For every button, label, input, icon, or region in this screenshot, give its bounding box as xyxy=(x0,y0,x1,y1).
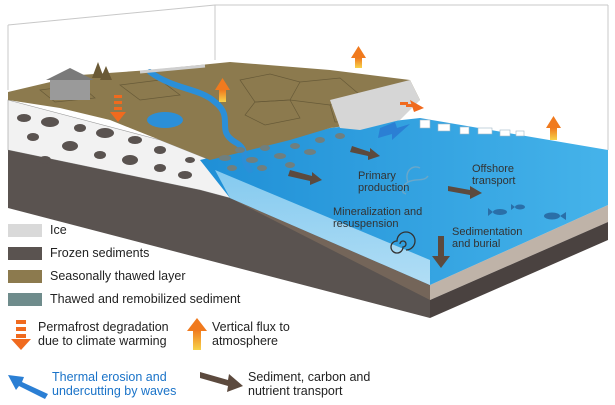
ice-swatch xyxy=(8,223,42,237)
tree-icon xyxy=(92,62,112,80)
legend-degradation-arrow-icon xyxy=(11,320,31,350)
sedimentation-line1: Sedimentation xyxy=(452,226,523,238)
fish-icon xyxy=(488,204,566,220)
sea-side-wall xyxy=(215,170,430,285)
primary-production-line1: Primary xyxy=(358,170,396,182)
offshore-transport-line2: transport xyxy=(472,175,516,187)
legend-degradation-line2: due to climate warming xyxy=(38,334,167,348)
sea-surface xyxy=(200,118,608,285)
ice-floe-icon xyxy=(419,119,525,137)
bridge-icon xyxy=(139,64,206,74)
sea-floor-bottom xyxy=(430,222,608,318)
house-icon xyxy=(46,68,94,100)
legend-flux-line1: Vertical flux to xyxy=(212,320,290,334)
legend-erosion-line2: undercutting by waves xyxy=(52,384,177,398)
tundra-surface xyxy=(8,62,420,160)
legend-frozen-sediments: Frozen sediments xyxy=(8,245,149,261)
erosion-arrow xyxy=(378,122,410,140)
mineralization-line2: resuspension xyxy=(333,218,399,230)
mineralization-label: Mineralization and resuspension xyxy=(333,206,422,230)
sea-floor-layers xyxy=(230,198,608,300)
primary-production-line2: production xyxy=(358,182,410,194)
legend-ice: Ice xyxy=(8,222,67,238)
primary-production-label: Primary production xyxy=(358,170,409,194)
flux-arrow xyxy=(546,116,561,140)
thermokarst-lake xyxy=(147,112,183,128)
spiral-icon xyxy=(390,231,416,254)
sedimentation-line2: and burial xyxy=(452,238,501,250)
legend-seasonally-thawed-label: Seasonally thawed layer xyxy=(50,269,186,283)
river xyxy=(147,69,253,173)
legend-frozen-sediments-label: Frozen sediments xyxy=(50,246,150,260)
legend-transport-arrow-icon xyxy=(200,372,243,392)
legend-flux-line2: atmosphere xyxy=(212,334,279,348)
legend-erosion-arrow-icon xyxy=(8,375,48,399)
sedimentation-label: Sedimentation and burial xyxy=(452,226,522,250)
seasonally-thawed-swatch xyxy=(8,269,42,283)
degradation-arrow xyxy=(400,100,424,112)
legend-transport-label: Sediment, carbon and nutrient transport xyxy=(248,370,370,398)
mineralization-line1: Mineralization and xyxy=(333,206,423,218)
offshore-transport-line1: Offshore xyxy=(472,163,514,175)
legend-thawed-remobilized: Thawed and remobilized sediment xyxy=(8,291,240,307)
thawed-remobilized-swatch xyxy=(8,292,42,306)
legend-flux-arrow-icon xyxy=(187,318,207,350)
legend-seasonally-thawed: Seasonally thawed layer xyxy=(8,268,186,284)
frozen-sediment-base xyxy=(8,150,430,318)
legend-thawed-remobilized-label: Thawed and remobilized sediment xyxy=(50,292,241,306)
legend-degradation-label: Permafrost degradation due to climate wa… xyxy=(38,320,169,348)
transport-arrow xyxy=(288,146,482,268)
legend-transport-line1: Sediment, carbon and xyxy=(248,370,371,384)
frozen-sediments-swatch xyxy=(8,246,42,260)
frame-lines xyxy=(7,4,609,150)
coastal-bluff xyxy=(330,80,420,130)
thawed-sediment-rubble xyxy=(219,133,345,171)
degradation-arrow xyxy=(110,95,126,122)
legend-transport-line2: nutrient transport xyxy=(248,384,343,398)
ice-rock-pattern xyxy=(17,114,195,179)
flux-arrow xyxy=(351,46,366,68)
legend-degradation-line1: Permafrost degradation xyxy=(38,320,169,334)
legend-flux-label: Vertical flux to atmosphere xyxy=(212,320,290,348)
plant-icon xyxy=(401,166,429,195)
legend-erosion-line1: Thermal erosion and xyxy=(52,370,167,384)
flux-arrow xyxy=(215,78,230,102)
offshore-transport-label: Offshore transport xyxy=(472,163,515,187)
legend-erosion-label: Thermal erosion and undercutting by wave… xyxy=(52,370,176,398)
legend-ice-label: Ice xyxy=(50,223,67,237)
